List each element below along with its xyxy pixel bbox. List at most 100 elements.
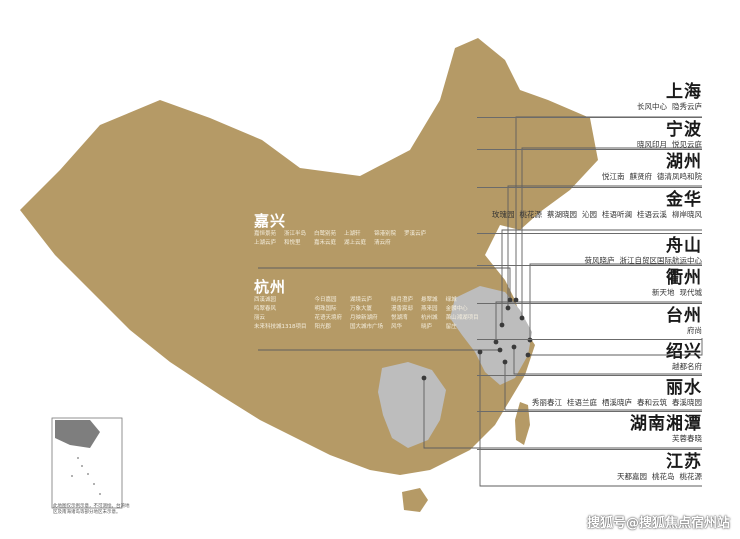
- taiwan-island: [515, 402, 530, 445]
- hangzhou-project: 未来科技城1318项目: [254, 324, 307, 330]
- city-project: 栖溪晓庐: [602, 398, 632, 407]
- city-project: 桃花岛: [652, 472, 675, 481]
- city-marker: [477, 349, 483, 355]
- city-marker: [513, 297, 519, 303]
- hangzhou-project: 西溪诚园: [254, 297, 277, 303]
- city-project: 晓风印月: [637, 140, 667, 149]
- leader-line: [528, 338, 703, 356]
- hangzhou-label: 杭州 西溪诚园今日嘉园湖境云庐晓月澄庐悬翠城绿城鸣翠春风明珠国际万象大厦漫香宸邸…: [254, 278, 479, 331]
- city-name: 金华: [666, 190, 702, 210]
- hangzhou-project: 晓庐: [421, 324, 433, 330]
- inset-landmass: [55, 420, 100, 448]
- hangzhou-project: 燕来园: [421, 306, 438, 312]
- city-projects: 秀丽春江桂语兰庭栖溪晓庐春和云筑春溪晓园: [527, 398, 702, 408]
- city-separator: [477, 449, 702, 450]
- city-project: 柳岸晓风: [672, 210, 702, 219]
- watermark: 搜狐号@搜狐焦点宿州站: [586, 516, 730, 531]
- city-name: 衢州: [666, 268, 702, 288]
- city-entry: 衢州新天地现代城: [647, 268, 702, 298]
- hangzhou-project: 晓月澄庐: [391, 297, 414, 303]
- city-projects: 天都嘉园桃花岛桃花源: [612, 472, 702, 482]
- jiaxing-projects: 嘉恒景苑浙江半岛白鹭别苑上湖轩锦港别院罗溪云庐上湖云庐和悦里嘉禾云庭湖上云庭清云…: [254, 230, 426, 247]
- city-entry: 宁波晓风印月悦见云庭: [632, 120, 702, 150]
- city-markers: [421, 297, 533, 381]
- leader-line: [529, 263, 702, 340]
- city-entry: 台州府尚: [666, 306, 702, 336]
- city-entry: 湖南湘潭芙蓉春晓: [630, 414, 702, 444]
- city-name: 绍兴: [666, 342, 702, 362]
- city-project: 现代城: [679, 288, 703, 297]
- city-project: 长风中心: [637, 102, 667, 111]
- city-project: 桂语云溪: [637, 210, 667, 219]
- city-separator: [477, 117, 702, 118]
- leader-line: [495, 301, 702, 342]
- jiaxing-project: 浙江半岛: [284, 231, 307, 237]
- jiaxing-project: 和悦里: [284, 240, 301, 246]
- city-project: 天都嘉园: [617, 472, 647, 481]
- jiaxing-project: 锦港别院: [374, 231, 397, 237]
- city-name: 舟山: [666, 236, 702, 256]
- city-entry: 湖州悦江南麒贤府德清凤鸣和院: [597, 152, 702, 182]
- jiaxing-project: 上湖云庐: [254, 240, 277, 246]
- city-project: 荷风晓庐: [584, 256, 615, 265]
- hangzhou-project: 今日嘉园: [314, 297, 337, 303]
- zhejiang-highlight: [450, 286, 532, 385]
- hangzhou-project: 悬翠城: [421, 297, 438, 303]
- hangzhou-project: 万象大厦: [350, 306, 373, 312]
- city-entry: 丽水秀丽春江桂语兰庭栖溪晓庐春和云筑春溪晓园: [527, 378, 702, 408]
- city-name: 丽水: [666, 378, 702, 398]
- jiaxing-project: 嘉禾云庭: [314, 240, 337, 246]
- jiaxing-project: 罗溪云庐: [404, 231, 427, 237]
- hangzhou-project: 金麟中心: [445, 306, 468, 312]
- city-project: 越都名府: [672, 362, 702, 371]
- city-project: 桂语兰庭: [567, 398, 597, 407]
- hangzhou-project: 花语天境府: [314, 315, 343, 321]
- hangzhou-project: 留庄: [445, 324, 457, 330]
- jiaxing-project: 上湖轩: [344, 231, 361, 237]
- city-project: 府尚: [687, 326, 702, 335]
- hangzhou-project: 风华: [391, 324, 403, 330]
- city-name: 江苏: [666, 452, 702, 472]
- leader-line: [521, 147, 702, 318]
- city-entry: 上海长风中心隐秀云庐: [632, 82, 702, 112]
- city-marker: [527, 337, 533, 343]
- city-projects: 玫瑰园桃花源蔡湖晓园沁园桂语听澜桂语云溪柳岸晓风: [487, 210, 702, 220]
- hangzhou-project: 杭州城: [421, 315, 438, 321]
- city-project: 悦江南: [602, 172, 625, 181]
- leader-line: [479, 352, 702, 487]
- inset-note: 此地图仅示例示意，不可测绘。台湾地区及南海诸岛等部分地区未示意。: [53, 504, 130, 515]
- city-project: 芙蓉春晓: [672, 434, 702, 443]
- jiaxing-project: 湖上云庭: [344, 240, 367, 246]
- city-projects: 越都名府: [666, 362, 702, 372]
- city-project: 隐秀云庐: [672, 102, 702, 111]
- city-project: 秀丽春江: [532, 398, 562, 407]
- leader-line: [501, 229, 702, 325]
- city-separator: [477, 265, 702, 266]
- hangzhou-project: 萧山湘湖项目: [445, 315, 479, 321]
- hangzhou-name: 杭州: [254, 278, 287, 296]
- city-projects: 晓风印月悦见云庭: [632, 140, 702, 150]
- city-marker: [497, 347, 503, 353]
- city-entry: 绍兴越都名府: [666, 342, 702, 372]
- hangzhou-project: 丽云: [254, 315, 266, 321]
- city-projects: 芙蓉春晓: [630, 434, 702, 444]
- city-project: 桂语听澜: [602, 210, 632, 219]
- city-project: 蔡湖晓园: [547, 210, 577, 219]
- city-project: 浙江自贸区国际航运中心: [619, 256, 703, 265]
- jiaxing-name: 嘉兴: [254, 212, 287, 230]
- jiaxing-project: 清云府: [374, 240, 391, 246]
- city-marker: [493, 339, 499, 345]
- city-name: 湖南湘潭: [630, 414, 702, 434]
- leader-line: [507, 185, 702, 308]
- hangzhou-project: 明珠国际: [314, 306, 337, 312]
- jiaxing-project: 嘉恒景苑: [254, 231, 277, 237]
- hangzhou-project: 阳光郡: [314, 324, 332, 330]
- city-separator: [477, 303, 702, 304]
- city-projects: 悦江南麒贤府德清凤鸣和院: [597, 172, 702, 182]
- city-marker: [511, 344, 517, 350]
- city-marker: [507, 297, 513, 303]
- jiaxing-label: 嘉兴 嘉恒景苑浙江半岛白鹭别苑上湖轩锦港别院罗溪云庐上湖云庐和悦里嘉禾云庭湖上云…: [254, 212, 426, 247]
- hangzhou-project: 鸣翠春风: [254, 306, 277, 312]
- hangzhou-project: 国大城市广场: [350, 324, 384, 330]
